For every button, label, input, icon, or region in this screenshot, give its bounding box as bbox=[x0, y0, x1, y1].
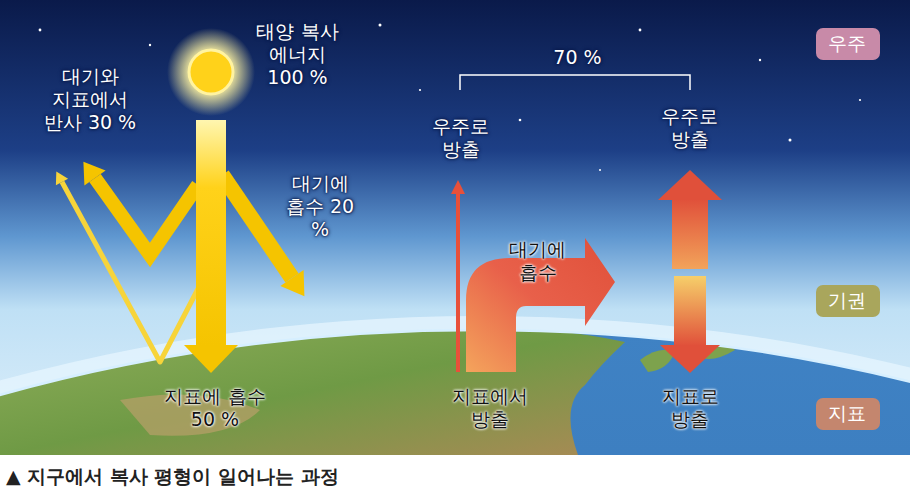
bracket bbox=[460, 75, 690, 90]
diagram-label: 우주로 방출 bbox=[652, 105, 727, 151]
zone-name: 우주 bbox=[828, 32, 866, 54]
star bbox=[379, 24, 382, 27]
escape-arrow-thin bbox=[456, 192, 460, 372]
earth-land bbox=[0, 326, 735, 455]
sun-glow bbox=[167, 28, 255, 116]
stars bbox=[39, 24, 862, 172]
diagram-label: 우주로 방출 bbox=[423, 115, 498, 161]
atmosphere-glow bbox=[0, 316, 910, 455]
reflection-arrow bbox=[95, 178, 198, 255]
star bbox=[519, 119, 522, 122]
zone-tag: 우주 bbox=[816, 28, 880, 60]
star bbox=[789, 139, 792, 142]
star bbox=[639, 29, 642, 32]
zone-tag: 지표 bbox=[816, 398, 880, 430]
zone-tag: 기권 bbox=[816, 285, 880, 317]
diagram-label: 대기에 흡수 bbox=[500, 238, 575, 284]
continent bbox=[0, 326, 625, 455]
sun bbox=[189, 50, 233, 94]
diagram-label: 태양 복사 에너지 100 % bbox=[250, 20, 345, 88]
absorption-arrow bbox=[222, 175, 292, 278]
figure-caption: ▲ 지구에서 복사 평형이 일어나는 과정 bbox=[6, 464, 339, 490]
earth-rim bbox=[0, 330, 910, 455]
arrowhead bbox=[660, 345, 720, 373]
diagram-label: 대기에 흡수 20 % bbox=[285, 172, 355, 240]
arrowhead bbox=[83, 162, 105, 186]
star bbox=[759, 59, 761, 61]
star bbox=[39, 29, 42, 32]
diagram-label: 지표에서 방출 bbox=[440, 385, 540, 431]
star bbox=[599, 169, 601, 171]
zone-name: 기권 bbox=[828, 289, 866, 311]
solar-beam bbox=[196, 120, 226, 346]
atmosphere-emission-up bbox=[672, 199, 708, 269]
diagram-label: 지표로 방출 bbox=[640, 385, 740, 431]
arrowhead bbox=[184, 345, 238, 373]
arrowhead bbox=[56, 172, 68, 186]
absorbed-terrestrial-arrow bbox=[466, 238, 615, 372]
arrowhead bbox=[280, 270, 304, 296]
zone-name: 지표 bbox=[828, 402, 866, 424]
diagram-label: 지표에 흡수 50 % bbox=[155, 385, 275, 431]
diagram-label: 70 % bbox=[540, 46, 615, 69]
diagram-label: 대기와 지표에서 반사 30 % bbox=[35, 65, 145, 133]
atmosphere-emission-down bbox=[674, 276, 706, 346]
star bbox=[149, 44, 151, 46]
arrowhead bbox=[658, 170, 722, 200]
star bbox=[419, 89, 421, 91]
arrowhead bbox=[451, 180, 465, 194]
star bbox=[859, 99, 861, 101]
